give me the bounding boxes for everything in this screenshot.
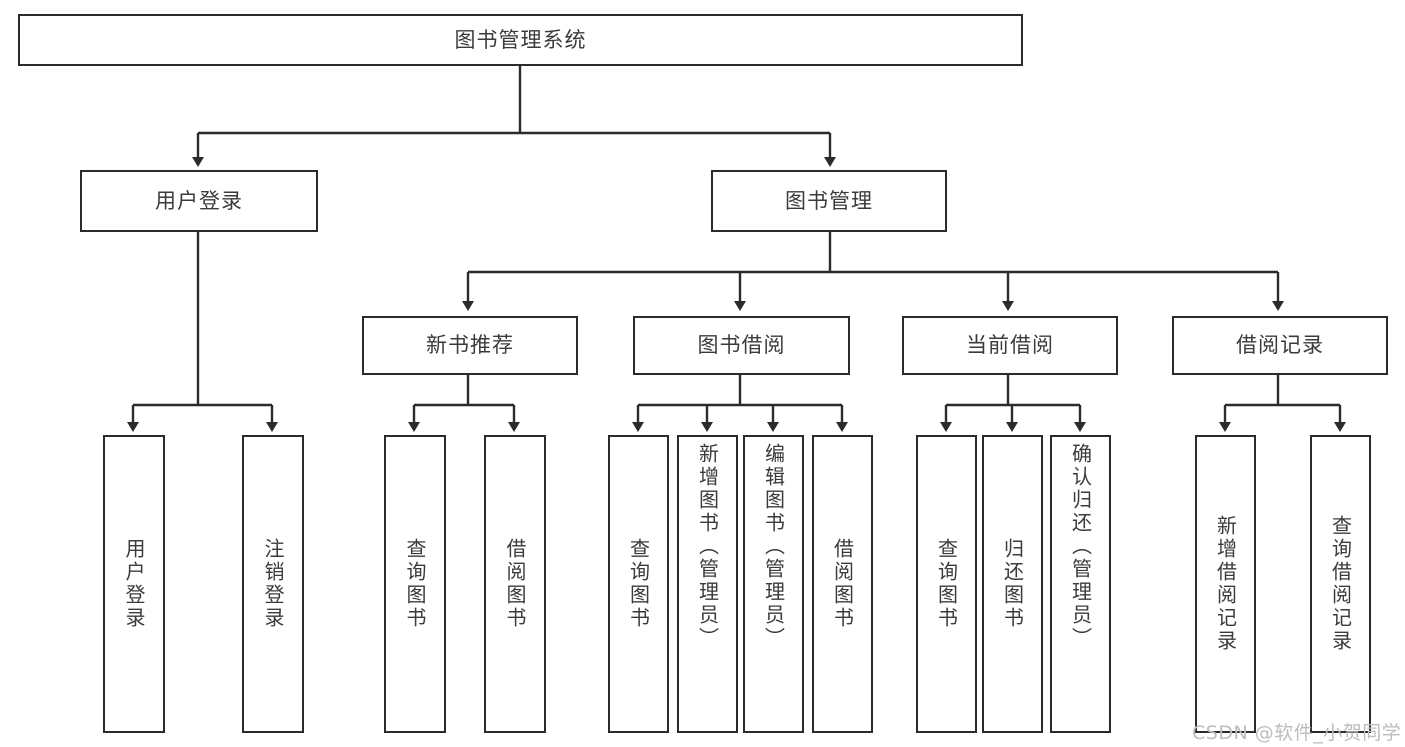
node-root-book-management-system[interactable]: 图书管理系统 (18, 14, 1023, 66)
leaf-query-borrow-record-label: 查询借阅记录 (1328, 515, 1353, 653)
node-book-borrow-label: 图书借阅 (697, 333, 786, 358)
leaf-logout[interactable]: 注销登录 (242, 435, 304, 733)
node-book-management[interactable]: 图书管理 (711, 170, 947, 232)
leaf-edit-book-admin[interactable]: 编辑图书（管理员） (743, 435, 804, 733)
leaf-query-book-borrow-wrap: 查询图书 (610, 437, 667, 731)
leaf-add-book-admin-label: 新增图书（管理员） (695, 443, 720, 650)
leaf-return-book-label: 归还图书 (1000, 538, 1025, 630)
leaf-borrow-book-recommend-label: 借阅图书 (503, 538, 527, 630)
node-current-borrow-label: 当前借阅 (966, 333, 1054, 358)
node-current-borrow[interactable]: 当前借阅 (902, 316, 1118, 375)
leaf-confirm-return-admin-label: 确认归还（管理员） (1068, 443, 1093, 650)
leaf-query-borrow-record-wrap: 查询借阅记录 (1312, 437, 1369, 731)
leaf-query-book-borrow-label: 查询图书 (626, 538, 651, 630)
node-root-label: 图书管理系统 (454, 27, 587, 52)
leaf-logout-wrap: 注销登录 (244, 437, 302, 731)
leaf-borrow-book-recommend-wrap: 借阅图书 (486, 437, 544, 731)
node-book-borrow[interactable]: 图书借阅 (633, 316, 850, 375)
leaf-query-book-borrow[interactable]: 查询图书 (608, 435, 669, 733)
leaf-query-book-recommend[interactable]: 查询图书 (384, 435, 446, 733)
leaf-logout-label: 注销登录 (261, 538, 285, 630)
watermark-text: CSDN @软件_小贺同学 (1192, 722, 1402, 744)
leaf-add-borrow-record-label: 新增借阅记录 (1213, 515, 1238, 653)
leaf-add-borrow-record[interactable]: 新增借阅记录 (1195, 435, 1256, 733)
leaf-query-book-current-wrap: 查询图书 (918, 437, 975, 731)
leaf-user-login-wrap: 用户登录 (105, 437, 163, 731)
leaf-add-book-admin[interactable]: 新增图书（管理员） (677, 435, 738, 733)
leaf-query-book-current-label: 查询图书 (934, 538, 959, 630)
leaf-return-book[interactable]: 归还图书 (982, 435, 1043, 733)
leaf-confirm-return-admin-wrap: 确认归还（管理员） (1052, 437, 1109, 731)
leaf-borrow-book-label: 借阅图书 (830, 538, 855, 630)
node-user-login[interactable]: 用户登录 (80, 170, 318, 232)
leaf-user-login[interactable]: 用户登录 (103, 435, 165, 733)
leaf-return-book-wrap: 归还图书 (984, 437, 1041, 731)
node-new-book-recommend-label: 新书推荐 (426, 333, 514, 358)
leaf-edit-book-admin-wrap: 编辑图书（管理员） (745, 437, 802, 731)
leaf-borrow-book-wrap: 借阅图书 (814, 437, 871, 731)
node-user-login-label: 用户登录 (155, 188, 243, 213)
node-borrow-record-label: 借阅记录 (1236, 333, 1324, 358)
leaf-edit-book-admin-label: 编辑图书（管理员） (761, 443, 786, 650)
leaf-borrow-book-recommend[interactable]: 借阅图书 (484, 435, 546, 733)
node-new-book-recommend[interactable]: 新书推荐 (362, 316, 578, 375)
node-book-management-label: 图书管理 (785, 188, 873, 213)
leaf-query-borrow-record[interactable]: 查询借阅记录 (1310, 435, 1371, 733)
leaf-query-book-recommend-label: 查询图书 (403, 538, 427, 630)
leaf-add-book-admin-wrap: 新增图书（管理员） (679, 437, 736, 731)
leaf-query-book-current[interactable]: 查询图书 (916, 435, 977, 733)
node-borrow-record[interactable]: 借阅记录 (1172, 316, 1388, 375)
leaf-query-book-recommend-wrap: 查询图书 (386, 437, 444, 731)
leaf-user-login-label: 用户登录 (122, 538, 146, 630)
leaf-add-borrow-record-wrap: 新增借阅记录 (1197, 437, 1254, 731)
leaf-borrow-book[interactable]: 借阅图书 (812, 435, 873, 733)
leaf-confirm-return-admin[interactable]: 确认归还（管理员） (1050, 435, 1111, 733)
